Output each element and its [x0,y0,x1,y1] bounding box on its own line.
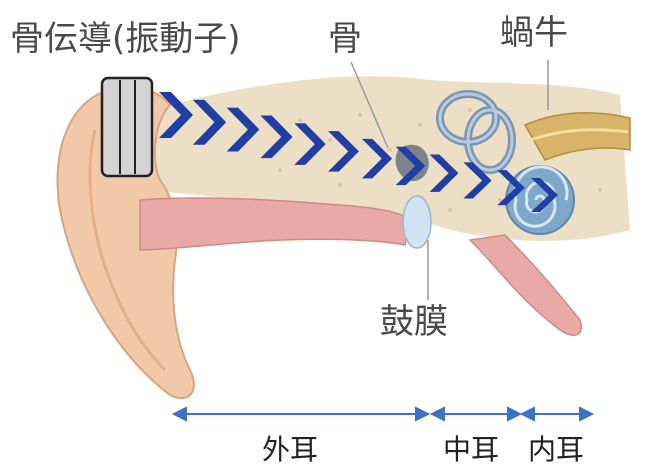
cochlea-spiral [506,166,574,234]
vibrator-device-icon [102,78,152,176]
outer-ear-arrow [174,408,428,420]
eardrum-label: 鼓膜 [380,305,448,339]
section-arrows [174,408,592,420]
middle-ear-arrow [432,408,520,420]
bone-label: 骨 [328,22,362,56]
inner-ear-arrow [522,408,592,420]
eardrum-shape [403,196,431,248]
eustachian-tube [470,235,581,335]
cochlea-label: 蝸牛 [500,16,568,50]
vibrator-label: 骨伝導(振動子) [10,22,241,56]
inner-ear-label: 内耳 [528,436,584,464]
outer-ear-label: 外耳 [262,436,318,464]
middle-ear-label: 中耳 [443,436,499,464]
